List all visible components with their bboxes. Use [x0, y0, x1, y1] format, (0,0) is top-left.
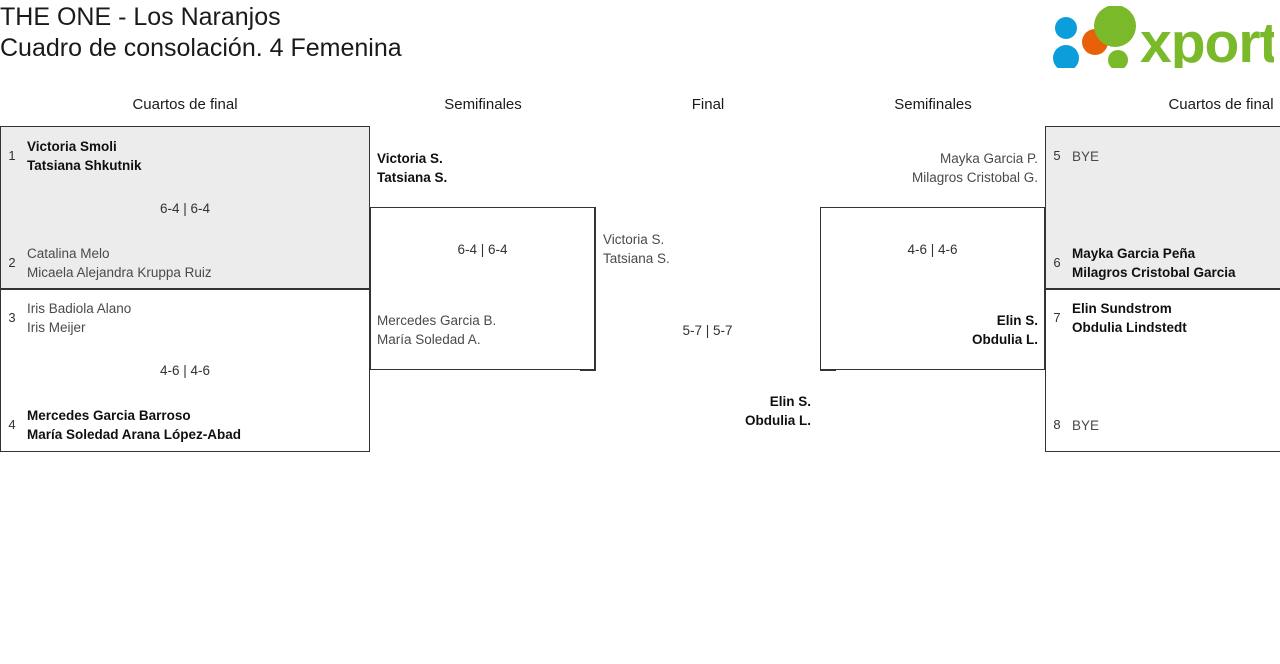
match-score: 6-4 | 6-4	[457, 242, 508, 257]
xporty-logo[interactable]: xporty	[1042, 6, 1274, 68]
player-name-bye: BYE	[1072, 418, 1100, 433]
match-score: 5-7 | 5-7	[682, 323, 733, 338]
player-name-bye: BYE	[1072, 149, 1100, 164]
player-name: Victoria Smoli Tatsiana Shkutnik	[27, 139, 142, 173]
round-header-sf-right: Semifinales	[894, 96, 972, 113]
round-header-qf-left: Cuartos de final	[132, 96, 238, 113]
bracket-subtitle: Cuadro de consolación. 4 Femenina	[0, 34, 402, 62]
seed-number: 2	[8, 255, 16, 270]
player-name: Mayka Garcia P. Milagros Cristobal G.	[911, 151, 1038, 185]
match-score: 4-6 | 4-6	[159, 363, 211, 378]
match-box-qf-left-1[interactable]	[0, 126, 370, 289]
seed-number: 5	[1053, 148, 1061, 163]
seed-number: 4	[8, 417, 16, 432]
player-name: Elin S. Obdulia L.	[745, 394, 811, 428]
match-box-qf-left-2[interactable]	[0, 289, 370, 452]
player-name: Victoria S. Tatsiana S.	[377, 151, 448, 185]
seed-number: 3	[8, 310, 16, 325]
player-name: Mercedes Garcia B. María Soledad A.	[377, 313, 497, 347]
player-name: Elin S. Obdulia L.	[972, 313, 1038, 347]
player-name: Elin Sundstrom Obdulia Lindstedt	[1072, 301, 1187, 335]
tournament-name: THE ONE - Los Naranjos	[0, 3, 281, 31]
bracket-connector-final-left-foot	[580, 370, 596, 371]
round-header-sf-left: Semifinales	[444, 96, 522, 113]
seed-number: 7	[1053, 310, 1061, 325]
seed-number: 6	[1053, 255, 1061, 270]
bracket-connector-final-left	[595, 207, 596, 370]
match-box-qf-right-2[interactable]	[1045, 289, 1280, 452]
match-box-sf-left[interactable]	[370, 207, 595, 370]
match-score: 4-6 | 4-6	[907, 242, 958, 257]
player-name: Mercedes Garcia Barroso María Soledad Ar…	[27, 408, 242, 442]
page-title: THE ONE - Los Naranjos Cuadro de consola…	[0, 0, 402, 64]
seed-number: 8	[1053, 417, 1061, 432]
bracket-connector-final-right-foot	[820, 370, 836, 371]
player-name: Mayka Garcia Peña Milagros Cristobal Gar…	[1072, 246, 1236, 280]
round-header-qf-right: Cuartos de final	[1168, 96, 1274, 113]
svg-text:xporty: xporty	[1140, 11, 1274, 68]
player-name: Iris Badiola Alano Iris Meijer	[27, 301, 132, 335]
match-box-qf-right-1[interactable]	[1045, 126, 1280, 289]
match-score: 6-4 | 6-4	[159, 201, 211, 216]
seed-number: 1	[8, 148, 16, 163]
match-box-sf-right[interactable]	[820, 207, 1045, 370]
player-name: Victoria S. Tatsiana S.	[603, 232, 670, 266]
player-name: Catalina Melo Micaela Alejandra Kruppa R…	[27, 246, 212, 280]
round-header-final: Final	[691, 96, 725, 113]
